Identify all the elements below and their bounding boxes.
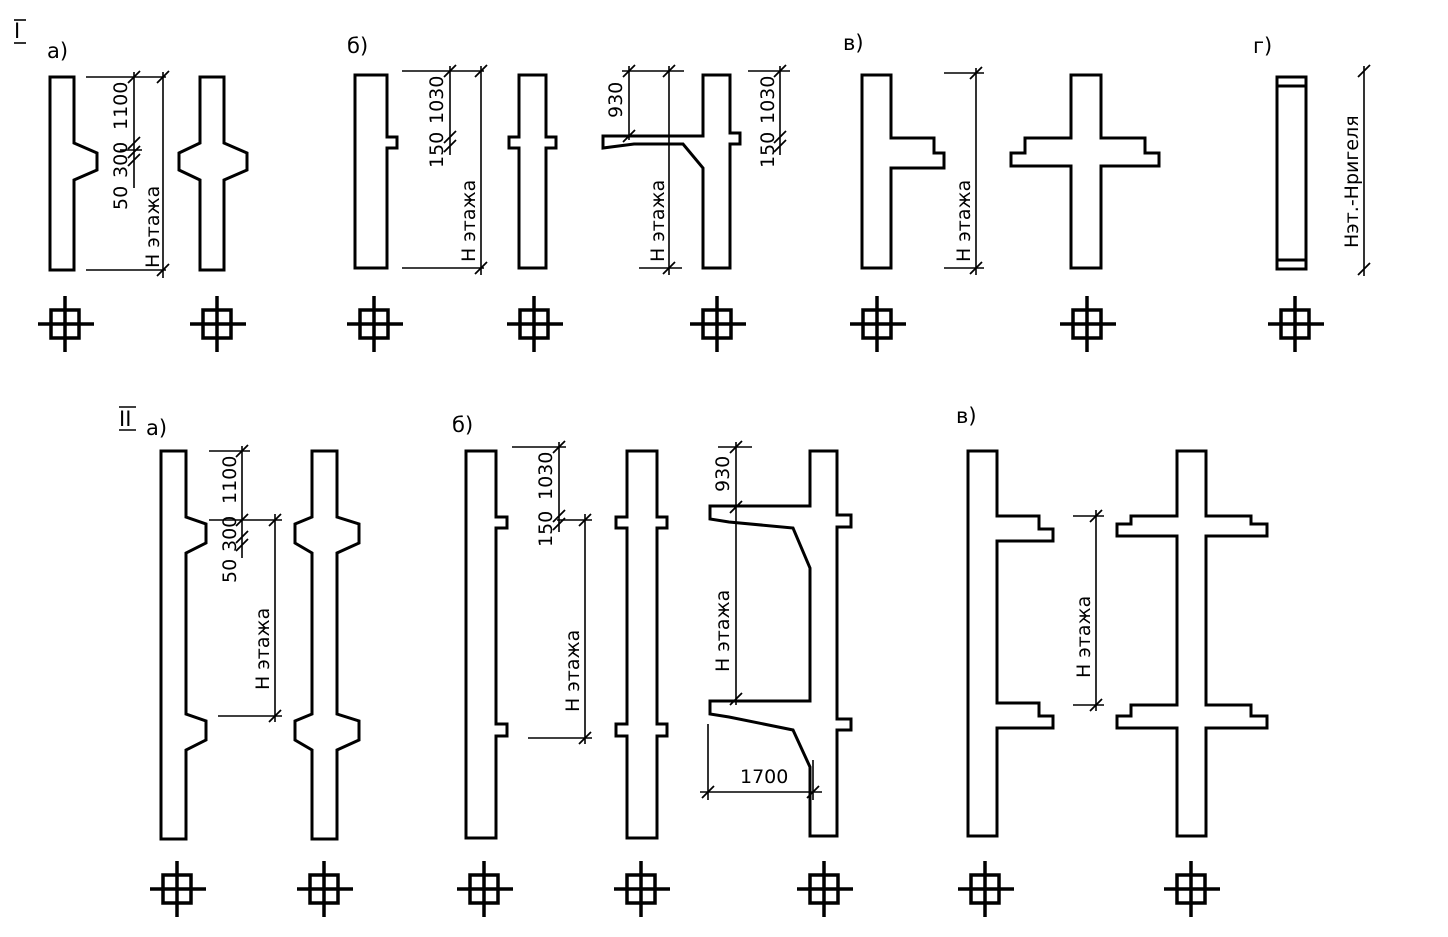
axis-marker: [38, 296, 94, 352]
axis-marker: [850, 296, 906, 352]
dim-floor-height: Н этажа: [142, 186, 164, 268]
dim-1030: 1030: [426, 76, 448, 124]
column-double-stepped-console: [1115, 449, 1269, 838]
dim-group-row2-a: [209, 444, 282, 723]
row2-label-v: в): [956, 404, 977, 428]
dim-150: 150: [426, 132, 448, 168]
group-label-two: II: [119, 407, 131, 431]
axis-marker: [1060, 296, 1116, 352]
axis-marker: [614, 861, 670, 917]
dim-floor-height: Н этажа: [1073, 596, 1095, 678]
dim-group-row1-g: [1357, 64, 1371, 276]
dim-floor-height: Н этажа: [252, 608, 274, 690]
dim-group-row1-v: [944, 66, 984, 275]
column-plain: [1275, 75, 1308, 271]
column-small-console: [353, 73, 399, 270]
column-side-corbel: [48, 75, 99, 272]
dim-300: 300: [219, 516, 241, 552]
dim-group-row1-b2: [622, 64, 790, 275]
column-double-small-console: [614, 449, 669, 840]
dim-150: 150: [757, 132, 779, 168]
column-long-console: [601, 73, 742, 270]
axis-marker: [297, 861, 353, 917]
column-double-corbel: [177, 75, 249, 272]
dim-150: 150: [535, 511, 557, 547]
column-double-small-console: [507, 73, 558, 270]
axis-marker: [1164, 861, 1220, 917]
column-long-console: [708, 449, 853, 838]
dim-floor-height: Н этажа: [953, 180, 975, 262]
axis-marker: [457, 861, 513, 917]
dim-group-row1-a: [86, 70, 170, 278]
dim-group-row2-v: [1073, 509, 1104, 712]
dim-50: 50: [110, 186, 132, 210]
dim-height-minus-beam: Нэт.-Нригеля: [1341, 115, 1363, 248]
dim-floor-height: Н этажа: [458, 180, 480, 262]
dim-floor-height: Н этажа: [647, 180, 669, 262]
column-stepped-console: [860, 73, 946, 270]
row2-label-b: б): [452, 413, 473, 437]
column-small-console: [464, 449, 509, 840]
dim-1030: 1030: [535, 452, 557, 500]
axis-marker: [150, 861, 206, 917]
dim-1100: 1100: [219, 456, 241, 504]
dim-930: 930: [605, 82, 627, 118]
dim-floor-height: Н этажа: [712, 590, 734, 672]
axis-marker: [690, 296, 746, 352]
axis-marker: [507, 296, 563, 352]
dim-floor-height: Н этажа: [562, 630, 584, 712]
axis-marker: [190, 296, 246, 352]
row1-label-b: б): [347, 34, 368, 58]
dim-1100: 1100: [110, 82, 132, 130]
dim-930: 930: [712, 456, 734, 492]
row1-label-a: а): [47, 39, 68, 63]
dim-1030: 1030: [757, 76, 779, 124]
axis-marker: [347, 296, 403, 352]
axis-marker: [958, 861, 1014, 917]
row1-label-v: в): [843, 31, 864, 55]
dim-group-row1-b: [402, 64, 488, 275]
group-label-one: I: [14, 19, 20, 43]
column-double-corbel: [293, 449, 361, 841]
dim-1700: 1700: [740, 766, 788, 788]
column-stepped-console: [966, 449, 1055, 838]
column-side-corbel: [159, 449, 208, 841]
dim-50: 50: [219, 559, 241, 583]
row2-label-a: а): [146, 416, 167, 440]
axis-marker: [797, 861, 853, 917]
dim-300: 300: [110, 142, 132, 178]
dim-group-row2-b: [512, 440, 592, 745]
column-double-stepped-console: [1009, 73, 1161, 270]
dim-group-row2-b2: [700, 440, 822, 800]
row1-label-g: г): [1253, 34, 1272, 58]
axis-marker: [1268, 296, 1324, 352]
